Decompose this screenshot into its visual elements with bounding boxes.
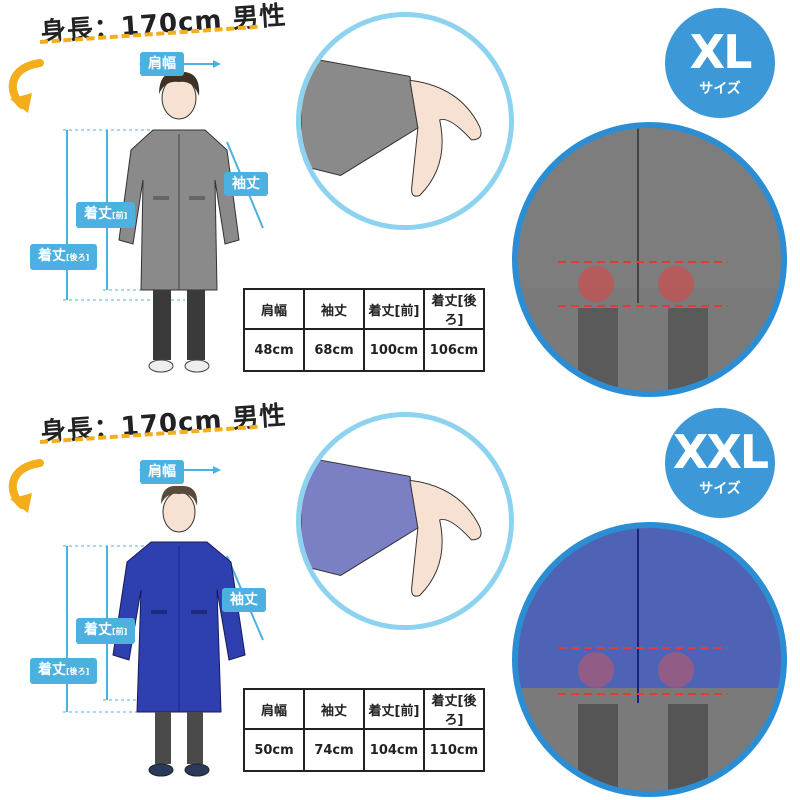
- table-cell: 50cm: [243, 728, 305, 772]
- model-figure: [63, 60, 264, 373]
- table-header: 肩幅: [243, 288, 305, 330]
- sleeve-closeup: [296, 12, 514, 230]
- hem-closeup: [512, 522, 787, 797]
- table-header: 着丈[前]: [363, 688, 425, 730]
- sleeve-length-label: 袖丈: [222, 588, 266, 612]
- table-header: 袖丈: [303, 288, 365, 330]
- size-badge-xl: XL サイズ: [665, 8, 775, 118]
- table-header: 肩幅: [243, 688, 305, 730]
- size-table-xl: 肩幅 袖丈 着丈[前] 着丈[後ろ] 48cm 68cm 100cm 106cm: [243, 288, 485, 372]
- back-length-label: 着丈[後ろ]: [30, 658, 98, 684]
- front-length-label: 着丈[前]: [76, 618, 136, 644]
- table-cell: 106cm: [423, 328, 485, 372]
- back-length-label: 着丈[後ろ]: [30, 244, 98, 270]
- table-cell: 104cm: [363, 728, 425, 772]
- table-header: 袖丈: [303, 688, 365, 730]
- front-length-label: 着丈[前]: [76, 202, 136, 228]
- size-section-xxl: 身長：170cm 男性 肩幅 袖丈 着丈[前] 着丈[後ろ] 肩幅 袖丈 着丈[…: [0, 400, 800, 800]
- model-figure: [63, 466, 264, 777]
- table-cell: 74cm: [303, 728, 365, 772]
- table-cell: 68cm: [303, 328, 365, 372]
- size-badge-xxl: XXL サイズ: [665, 408, 775, 518]
- sleeve-length-label: 袖丈: [224, 172, 268, 196]
- shoulder-width-label: 肩幅: [140, 460, 184, 484]
- curved-arrow-icon: [8, 459, 44, 513]
- size-table-xxl: 肩幅 袖丈 着丈[前] 着丈[後ろ] 50cm 74cm 104cm 110cm: [243, 688, 485, 772]
- size-section-xl: 身長：170cm 男性 肩幅 袖丈 着丈[前] 着丈[後ろ] 肩: [8, 1, 787, 397]
- table-header: 着丈[後ろ]: [423, 688, 485, 730]
- table-cell: 110cm: [423, 728, 485, 772]
- hem-closeup: [512, 122, 787, 397]
- sleeve-closeup: [296, 412, 514, 630]
- curved-arrow-icon: [8, 59, 44, 113]
- table-header: 着丈[後ろ]: [423, 288, 485, 330]
- table-header: 着丈[前]: [363, 288, 425, 330]
- shoulder-width-label: 肩幅: [140, 52, 184, 76]
- table-cell: 100cm: [363, 328, 425, 372]
- table-cell: 48cm: [243, 328, 305, 372]
